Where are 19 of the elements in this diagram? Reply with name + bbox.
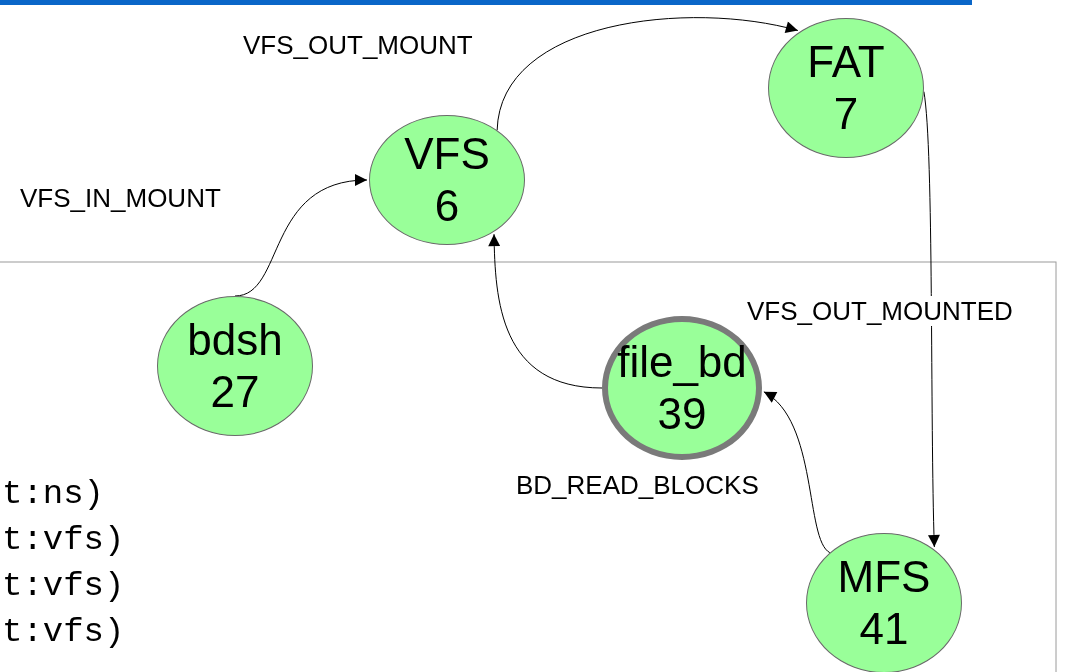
arrow	[763, 391, 831, 554]
node-number: 41	[859, 603, 909, 655]
node-number: 7	[833, 88, 859, 140]
node-name: file_bd	[617, 336, 747, 388]
code-line: t:ns)	[2, 474, 105, 514]
edge-label: VFS_OUT_MOUNTED	[747, 296, 1013, 326]
arrow	[488, 233, 603, 389]
code-line: t:vfs)	[2, 612, 125, 652]
code-line: t:vfs)	[2, 566, 125, 606]
arrow	[496, 17, 799, 131]
node-number: 27	[210, 366, 260, 418]
arrow	[923, 91, 940, 548]
node-number: 6	[434, 180, 460, 232]
node-number: 39	[657, 388, 707, 440]
node-name: bdsh	[187, 314, 283, 366]
node-name: VFS	[404, 128, 490, 180]
code-line: t:vfs)	[2, 520, 125, 560]
node-name: MFS	[837, 551, 931, 603]
node-name: FAT	[807, 36, 885, 88]
